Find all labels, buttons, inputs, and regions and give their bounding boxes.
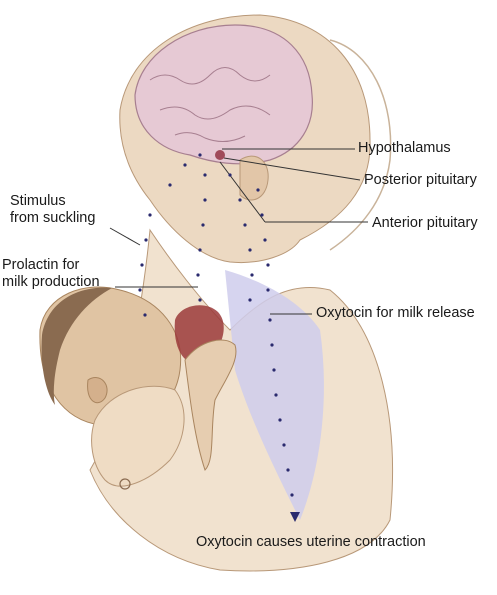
mother-ear xyxy=(239,155,269,201)
mother-hand xyxy=(91,385,185,487)
uterus-arrow-head xyxy=(290,512,300,522)
ring xyxy=(119,478,131,490)
label-oxytocin-release: Oxytocin for milk release xyxy=(316,305,475,321)
pituitary-gland xyxy=(215,150,225,160)
mother-hair xyxy=(329,39,392,251)
line-stimulus xyxy=(109,227,141,246)
pathway-dots xyxy=(138,153,294,497)
label-prolactin: Prolactin for milk production xyxy=(2,257,100,290)
label-hypothalamus: Hypothalamus xyxy=(358,140,451,156)
line-anterior xyxy=(219,161,266,223)
brain xyxy=(134,24,313,165)
baby-arm xyxy=(184,339,237,471)
label-stimulus: Stimulus from suckling xyxy=(10,193,96,226)
leader-lines xyxy=(109,148,368,315)
label-posterior-pituitary: Posterior pituitary xyxy=(364,172,477,188)
baby-hair xyxy=(41,287,113,405)
label-anterior-pituitary: Anterior pituitary xyxy=(372,215,478,231)
line-posterior xyxy=(223,157,361,181)
label-oxytocin-uterine: Oxytocin causes uterine contraction xyxy=(196,534,426,550)
brain-folds xyxy=(149,67,271,142)
baby-ear xyxy=(87,377,108,403)
